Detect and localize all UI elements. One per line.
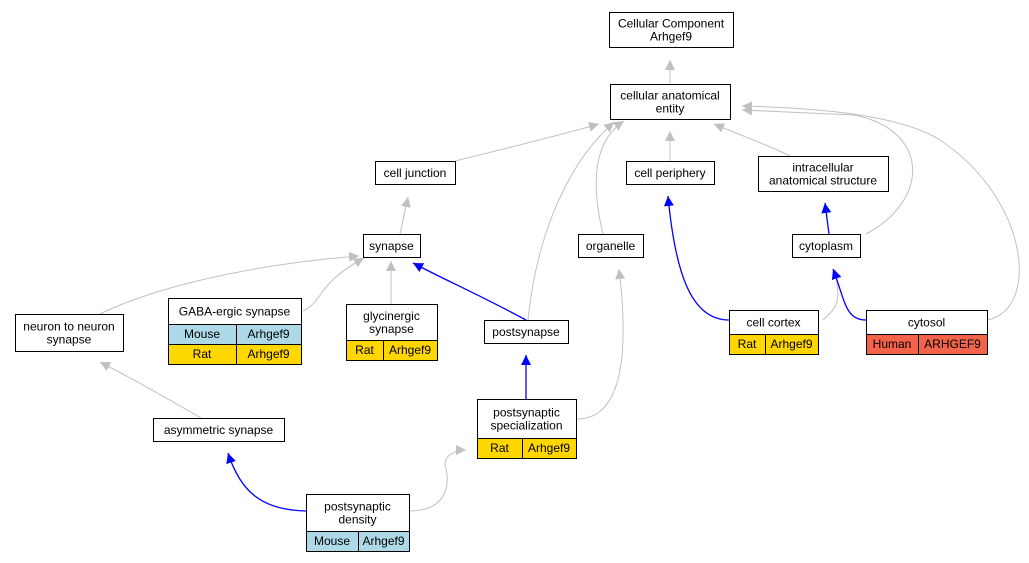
edge-postsynapse-to-synapse: [412, 262, 527, 321]
edge-psp_spec-to-organelle: [576, 268, 626, 420]
species-label: Human: [873, 337, 912, 351]
gene-label: ARHGEF9: [924, 337, 981, 351]
node-box: [375, 161, 456, 185]
gene-label: Arhgef9: [770, 337, 812, 351]
node-label: GABA-ergic synapse: [179, 305, 291, 319]
node-label: glycinergic: [363, 309, 420, 323]
node-cell_junction[interactable]: cell junction: [375, 161, 456, 185]
species-label: Rat: [490, 441, 509, 455]
node-label: anatomical structure: [769, 174, 877, 188]
edge-postsynapse-to-cae: [527, 121, 615, 321]
node-label: cytosol: [908, 316, 945, 330]
edge-intracellular-to-cae: [713, 123, 791, 157]
node-box: [792, 234, 861, 258]
edge-organelle-to-cae: [595, 120, 625, 235]
edge-cytosol-to-cae: [741, 101, 1020, 321]
node-box: [626, 161, 715, 185]
gene-cell: [236, 344, 302, 365]
edge-n2n-to-synapse: [99, 251, 360, 315]
node-box: [610, 84, 731, 120]
node-label: cell periphery: [634, 166, 705, 180]
node-cytoplasm[interactable]: cytoplasm: [792, 234, 861, 258]
node-label: intracellular: [792, 161, 853, 175]
edge-cell_cortex-to-cell_periphery: [663, 195, 730, 321]
edge-synapse-to-cell_junction: [399, 196, 411, 235]
node-label: postsynaptic: [324, 500, 391, 514]
gene-label: Arhgef9: [389, 343, 431, 357]
edge-cytoplasm-to-cae: [741, 105, 914, 235]
node-label: Cellular Component: [618, 17, 725, 31]
node-organelle[interactable]: organelle: [578, 234, 644, 258]
node-box: [484, 320, 569, 344]
gene-label: Arhgef9: [247, 347, 289, 361]
node-label: Arhgef9: [650, 30, 692, 44]
gene-cell: [358, 531, 410, 552]
node-label: asymmetric synapse: [164, 423, 274, 437]
node-label: specialization: [490, 419, 562, 433]
species-label: Rat: [738, 337, 757, 351]
node-box: [609, 12, 734, 48]
edge-psd-to-asymmetric: [226, 452, 307, 512]
species-label: Mouse: [184, 327, 220, 341]
node-box: [578, 234, 644, 258]
gene-label: Arhgef9: [528, 441, 570, 455]
node-box: [15, 314, 124, 352]
node-box: [153, 418, 285, 442]
node-label: synapse: [369, 322, 414, 336]
node-label: postsynaptic: [493, 406, 560, 420]
node-label: organelle: [586, 239, 636, 253]
edge-gaba-to-synapse: [302, 257, 365, 312]
node-cell_periphery[interactable]: cell periphery: [626, 161, 715, 185]
gene-cell: [918, 334, 988, 355]
node-label: synapse: [369, 239, 414, 253]
node-label: cytoplasm: [799, 239, 853, 253]
edge-asymmetric-to-n2n: [99, 361, 202, 419]
gene-label: Arhgef9: [362, 534, 404, 548]
node-label: cell cortex: [746, 316, 800, 330]
edge-cytoplasm-to-intracellular: [821, 202, 832, 235]
node-box: [758, 156, 889, 192]
edge-cell_junction-to-cae: [454, 121, 600, 162]
gene-cell: [522, 438, 577, 459]
species-label: Rat: [193, 347, 212, 361]
gene-cell: [765, 334, 819, 355]
node-label: postsynapse: [492, 325, 560, 339]
gene-cell: [383, 340, 438, 361]
node-label: synapse: [47, 333, 92, 347]
species-label: Rat: [355, 343, 374, 357]
gene-label: Arhgef9: [247, 327, 289, 341]
node-postsynapse[interactable]: postsynapse: [484, 320, 569, 344]
node-box: [363, 234, 421, 258]
node-asymmetric[interactable]: asymmetric synapse: [153, 418, 285, 442]
edge-psd-to-psp_spec: [408, 445, 467, 512]
edges-layer: [99, 60, 1020, 512]
node-label: cell junction: [384, 166, 447, 180]
node-label: entity: [656, 102, 685, 116]
species-label: Mouse: [314, 534, 350, 548]
node-label: density: [338, 513, 376, 527]
node-label: neuron to neuron: [23, 320, 114, 334]
node-label: cellular anatomical: [620, 89, 719, 103]
node-synapse[interactable]: synapse: [363, 234, 421, 258]
edge-cytosol-to-cytoplasm: [831, 268, 867, 321]
